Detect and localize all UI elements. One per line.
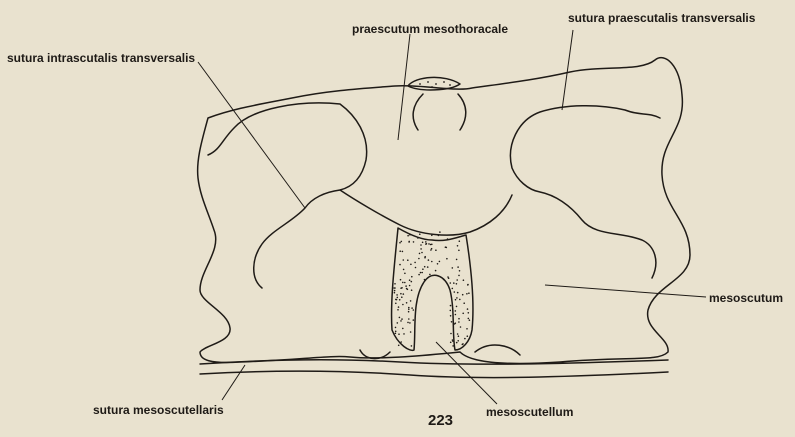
page-number: 223 <box>428 414 453 428</box>
leader-mesoscutum <box>545 285 706 297</box>
mesoscutellum-stipple <box>393 231 470 346</box>
median-arc-right <box>458 94 466 130</box>
praescutum-lower-boundary <box>340 190 512 235</box>
leader-mesoscutellum <box>436 342 497 404</box>
leader-praescutum <box>398 34 410 140</box>
thorax-outline <box>198 58 690 364</box>
label-sutura-mesoscutellaris: sutura mesoscutellaris <box>93 403 224 417</box>
label-praescutum: praescutum mesothoracale <box>352 22 508 36</box>
leader-sutura-mesoscutellaris <box>222 365 245 400</box>
label-mesoscutum: mesoscutum <box>709 291 783 305</box>
label-sutura-intrascutalis: sutura intrascutalis transversalis <box>7 51 195 65</box>
praescutal-lobe-right <box>510 106 660 278</box>
mesoscutellar-suture-line-1 <box>200 360 668 364</box>
mesoscutellum-shape <box>392 228 473 350</box>
mesoscutellar-curve-right <box>475 345 520 355</box>
label-sutura-praescutalis: sutura praescutalis transversalis <box>568 11 755 25</box>
mesoscutellar-suture-line-2 <box>200 371 668 377</box>
praescutal-lobe-left <box>208 103 367 288</box>
leader-sutura-praescutalis <box>562 30 573 110</box>
label-mesoscutellum: mesoscutellum <box>486 405 573 419</box>
median-arc-left <box>413 94 423 130</box>
leader-sutura-intrascutalis <box>198 62 305 208</box>
